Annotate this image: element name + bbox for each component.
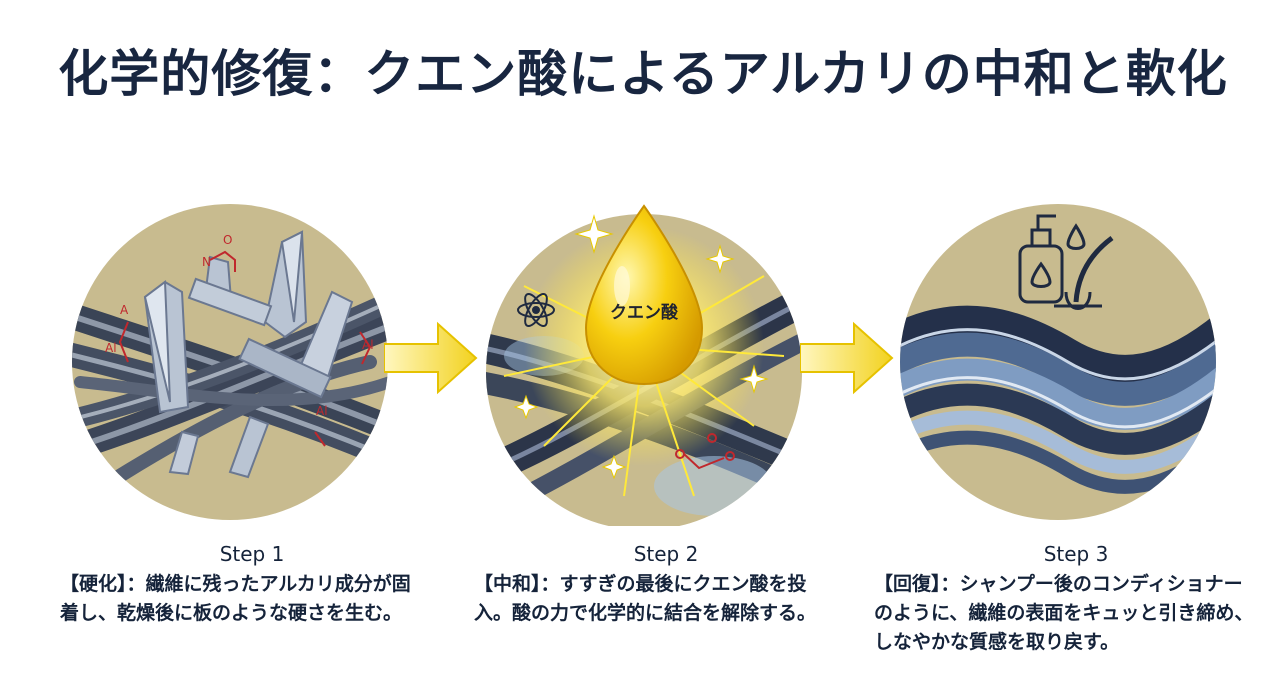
- step2-caption: Step 2 【中和】：すすぎの最後にクエン酸を投入。酸の力で化学的に結合を解除…: [474, 540, 834, 628]
- svg-text:A: A: [120, 303, 129, 317]
- step2-description: 【中和】：すすぎの最後にクエン酸を投入。酸の力で化学的に結合を解除する。: [474, 573, 817, 624]
- step3-illustration: [898, 202, 1218, 522]
- step3-caption: Step 3 【回復】：シャンプー後のコンディショナーのように、繊維の表面をキュ…: [874, 540, 1254, 657]
- step2-label: Step 2: [633, 542, 699, 566]
- svg-text:N: N: [202, 255, 211, 269]
- fiber-bundle: [72, 287, 388, 489]
- step1-description: 【硬化】：繊維に残ったアルカリ成分が固着し、乾燥後に板のような硬さを生む。: [60, 573, 411, 624]
- step1-label: Step 1: [219, 542, 285, 566]
- atom-icon: [517, 293, 555, 327]
- arrow-right-icon: [799, 318, 898, 398]
- sparkle-icon: [513, 214, 769, 480]
- drop-label: クエン酸: [610, 302, 679, 323]
- citric-acid-drop-icon: クエン酸: [584, 204, 704, 386]
- svg-text:O: O: [223, 233, 232, 247]
- page-title: 化学的修復：クエン酸によるアルカリの中和と軟化: [58, 45, 1228, 103]
- pump-bottle-icon: [1018, 214, 1064, 304]
- crystal-icon: [143, 230, 354, 479]
- arrow-right-icon: [383, 318, 482, 398]
- step1-illustration: N O A Al Al Al: [70, 202, 390, 522]
- step3-description: 【回復】：シャンプー後のコンディショナーのように、繊維の表面をキュッと引き締め、…: [874, 573, 1254, 653]
- hair-follicle-icon: [1054, 235, 1114, 310]
- step1-caption: Step 1 【硬化】：繊維に残ったアルカリ成分が固着し、乾燥後に板のような硬さ…: [60, 540, 420, 628]
- step2-illustration: クエン酸: [484, 196, 804, 526]
- step3-label: Step 3: [1043, 542, 1109, 566]
- svg-text:Al: Al: [105, 341, 117, 355]
- svg-text:Al: Al: [362, 338, 374, 352]
- water-drop-icon: [1066, 223, 1086, 250]
- svg-text:Al: Al: [316, 404, 328, 418]
